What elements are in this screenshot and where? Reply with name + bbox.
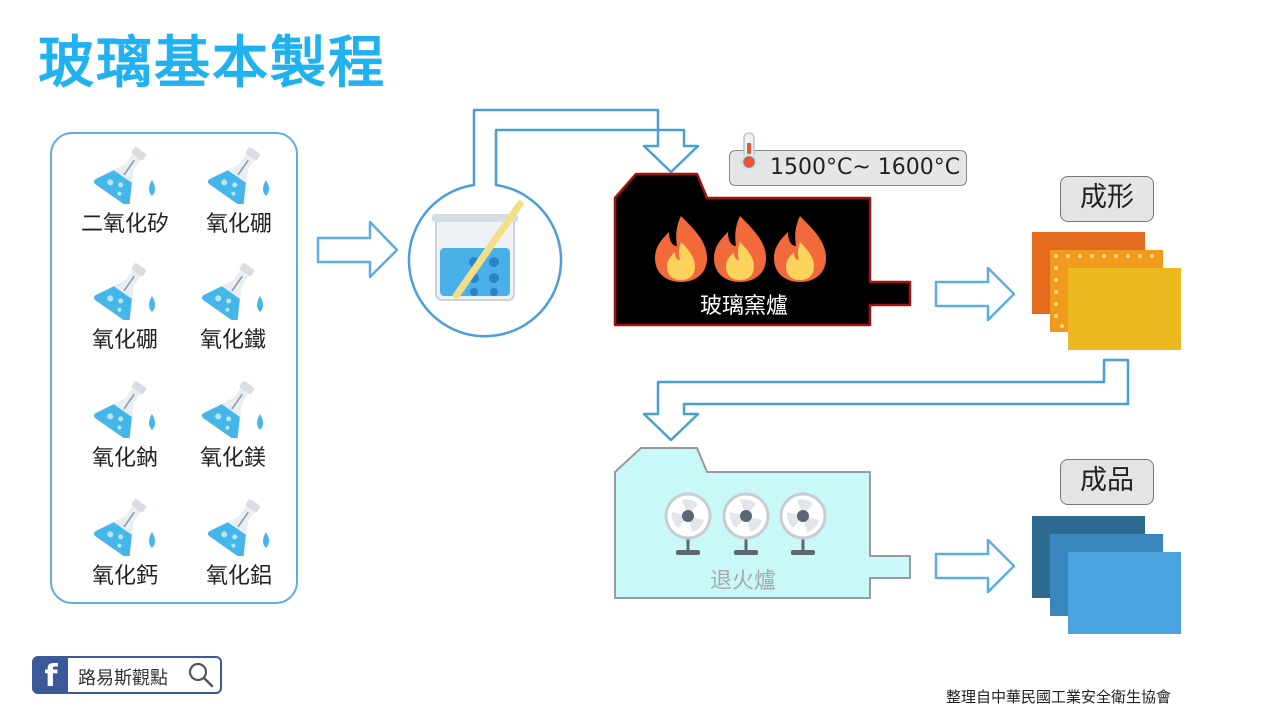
ingredient-label: 氧化硼 (91, 328, 158, 353)
thermometer-icon (740, 132, 758, 171)
fire-icon (655, 216, 707, 282)
fan-icon (779, 492, 827, 555)
beaker-icon (432, 200, 524, 301)
ingredient-item: 氧化鈣 (70, 494, 180, 590)
ingredient-label: 氧化硼 (205, 212, 272, 237)
temperature-box: 1500°C~ 1600°C (729, 132, 967, 186)
finished-glass-sheets (1032, 516, 1181, 634)
flask-icon (207, 499, 269, 556)
arrow-right-icon (934, 538, 1016, 594)
flask-icon (201, 381, 263, 438)
flask-icon (207, 147, 269, 204)
facebook-badge[interactable]: f 路易斯觀點 (32, 656, 222, 694)
formed-glass-sheets (1032, 232, 1181, 350)
fan-icon (722, 492, 770, 555)
facebook-page-name: 路易斯觀點 (78, 668, 168, 689)
ingredient-item: 氧化硼 (70, 258, 180, 354)
ingredient-item: 氧化鈉 (70, 376, 180, 472)
ingredients-panel (50, 132, 298, 604)
ingredient-label: 氧化鋁 (205, 564, 272, 589)
flask-icon (201, 263, 263, 320)
ingredient-item: 氧化鋁 (184, 494, 294, 590)
search-icon[interactable] (187, 661, 215, 689)
annealing-label: 退火爐 (710, 569, 777, 594)
temperature-range: 1500°C~ 1600°C (770, 155, 961, 180)
ingredient-label: 氧化鐵 (199, 328, 266, 353)
fire-icon (774, 216, 826, 282)
ingredient-label: 氧化鈉 (91, 446, 158, 471)
ingredient-item: 氧化硼 (184, 142, 294, 238)
kiln-label: 玻璃窯爐 (700, 294, 789, 319)
flask-icon (93, 499, 155, 556)
fan-icon (664, 492, 712, 555)
source-credit: 整理自中華民國工業安全衛生協會 (946, 688, 1172, 706)
ingredient-item: 二氧化矽 (70, 142, 180, 238)
ingredient-label: 二氧化矽 (80, 212, 169, 237)
ingredient-item: 氧化鎂 (178, 376, 288, 472)
ingredient-item: 氧化鐵 (178, 258, 288, 354)
flask-icon (93, 381, 155, 438)
ingredient-label: 氧化鈣 (91, 564, 158, 589)
forming-tag: 成形 (1060, 176, 1154, 222)
fire-icon (714, 216, 766, 282)
flask-icon (93, 147, 155, 204)
facebook-icon: f (34, 658, 68, 694)
ingredient-label: 氧化鎂 (199, 446, 266, 471)
arrow-right-icon (934, 266, 1016, 322)
flask-icon (93, 263, 155, 320)
product-tag: 成品 (1060, 459, 1154, 505)
arrow-right-icon (316, 220, 399, 279)
connector-arrow-icon (642, 358, 1130, 442)
page-title: 玻璃基本製程 (38, 31, 386, 96)
